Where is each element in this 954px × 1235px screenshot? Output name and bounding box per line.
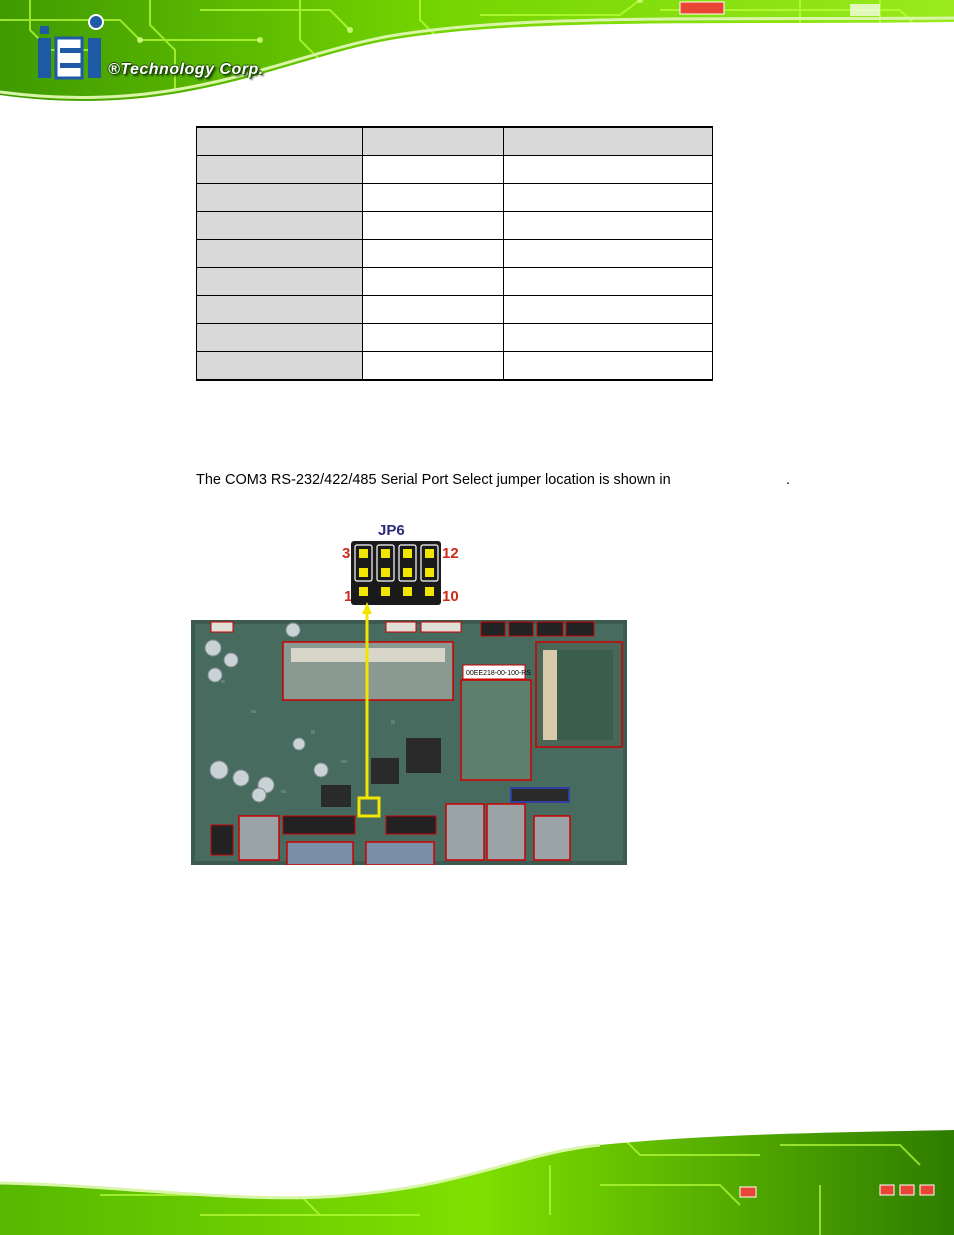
table-cell (362, 126, 504, 156)
jumper-label: JP6 (378, 522, 405, 539)
table-cell (362, 267, 504, 296)
jp6-highlight (357, 796, 381, 818)
pin-number-bottom-right: 10 (442, 588, 459, 605)
jumper-header-icon (351, 541, 441, 605)
table-cell (503, 211, 713, 240)
table-cell (503, 239, 713, 268)
table-row (196, 155, 713, 184)
circuit-footer-banner (0, 1125, 954, 1235)
board-sticker-text: 00EE218-00-100-RS (466, 670, 531, 677)
table-cell (196, 295, 363, 324)
table-cell (196, 239, 363, 268)
table-cell (196, 351, 363, 381)
table-cell (362, 295, 504, 324)
table-cell (196, 126, 363, 156)
table-row (196, 183, 713, 212)
table-row (196, 295, 713, 324)
table-cell (196, 323, 363, 352)
table-cell (503, 126, 713, 156)
body-paragraph: The COM3 RS-232/422/485 Serial Port Sele… (196, 472, 671, 488)
table-cell (503, 155, 713, 184)
pin-number-top-left: 3 (342, 545, 351, 562)
pointer-arrow-icon (362, 602, 372, 798)
page-header: ®Technology Corp. (0, 0, 954, 112)
table-cell (503, 183, 713, 212)
table-cell (196, 211, 363, 240)
table-cell (503, 351, 713, 381)
table-cell (362, 183, 504, 212)
pin-number-top-right: 12 (442, 545, 459, 562)
circuit-banner (0, 0, 954, 112)
iei-logo-icon (38, 14, 104, 80)
table-row (196, 267, 713, 296)
table-cell (362, 155, 504, 184)
page-footer (0, 1125, 954, 1235)
table-cell (196, 155, 363, 184)
table-row (196, 239, 713, 268)
table-cell (503, 267, 713, 296)
table-row (196, 211, 713, 240)
table-cell (362, 239, 504, 268)
jumper-settings-table (196, 126, 713, 381)
company-name: ®Technology Corp. (108, 61, 264, 78)
motherboard-photo: 00EE218-00-100-RS (191, 620, 627, 865)
table-cell (196, 183, 363, 212)
pin-number-bottom-left: 1 (344, 588, 353, 605)
table-cell (362, 351, 504, 381)
table-cell (503, 323, 713, 352)
table-cell (362, 211, 504, 240)
table-header-row (196, 126, 713, 156)
table-cell (362, 323, 504, 352)
table-cell (196, 267, 363, 296)
table-cell (503, 295, 713, 324)
paragraph-period: . (786, 472, 791, 488)
table-row (196, 323, 713, 352)
table-row (196, 351, 713, 381)
